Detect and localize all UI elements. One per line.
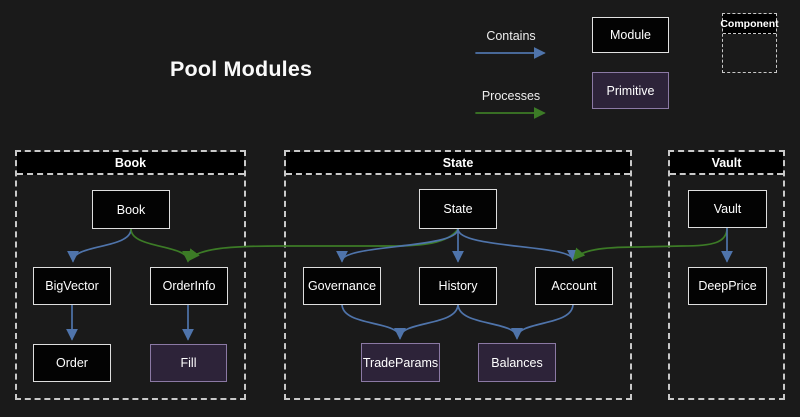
- container-vault: Vault: [668, 150, 785, 400]
- legend-primitive-label: Primitive: [606, 83, 655, 98]
- node-book-label: Book: [116, 202, 146, 217]
- node-bigvector: BigVector: [33, 267, 111, 305]
- node-orderinfo: OrderInfo: [150, 267, 228, 305]
- container-state-title: State: [286, 152, 630, 175]
- legend-module-label: Module: [610, 28, 651, 42]
- node-book: Book: [92, 190, 170, 229]
- node-order: Order: [33, 344, 111, 382]
- node-tradeparams: TradeParams: [361, 343, 440, 382]
- legend-component-box: Component: [720, 13, 779, 73]
- node-history: History: [419, 267, 497, 305]
- page-title: Pool Modules: [170, 57, 313, 81]
- node-governance: Governance: [303, 267, 381, 305]
- container-state: State: [284, 150, 632, 400]
- node-fill-label: Fill: [180, 356, 197, 370]
- node-balances-label: Balances: [491, 355, 543, 370]
- node-deepprice: DeepPrice: [688, 267, 767, 305]
- container-vault-title: Vault: [670, 152, 783, 175]
- node-vault: Vault: [688, 190, 767, 228]
- node-history-label: History: [438, 279, 478, 293]
- node-tradeparams-label: TradeParams: [362, 355, 439, 370]
- container-book-title: Book: [17, 152, 244, 175]
- legend-component-label: Component: [720, 14, 779, 34]
- legend-contains-label: Contains: [486, 29, 536, 43]
- node-orderinfo-label: OrderInfo: [162, 279, 216, 293]
- legend-module-box: Module: [592, 17, 669, 53]
- node-fill: Fill: [150, 344, 227, 382]
- legend-primitive-box: Primitive: [592, 72, 669, 109]
- node-state-label: State: [443, 202, 473, 216]
- legend-processes-label: Processes: [481, 89, 541, 103]
- node-deepprice-label: DeepPrice: [698, 279, 757, 293]
- container-book: Book: [15, 150, 246, 400]
- node-account: Account: [535, 267, 613, 305]
- node-balances: Balances: [478, 343, 556, 382]
- node-account-label: Account: [551, 279, 597, 293]
- node-bigvector-label: BigVector: [45, 279, 99, 293]
- node-governance-label: Governance: [307, 279, 377, 293]
- node-vault-label: Vault: [713, 202, 742, 216]
- node-order-label: Order: [56, 356, 88, 370]
- node-state: State: [419, 189, 497, 229]
